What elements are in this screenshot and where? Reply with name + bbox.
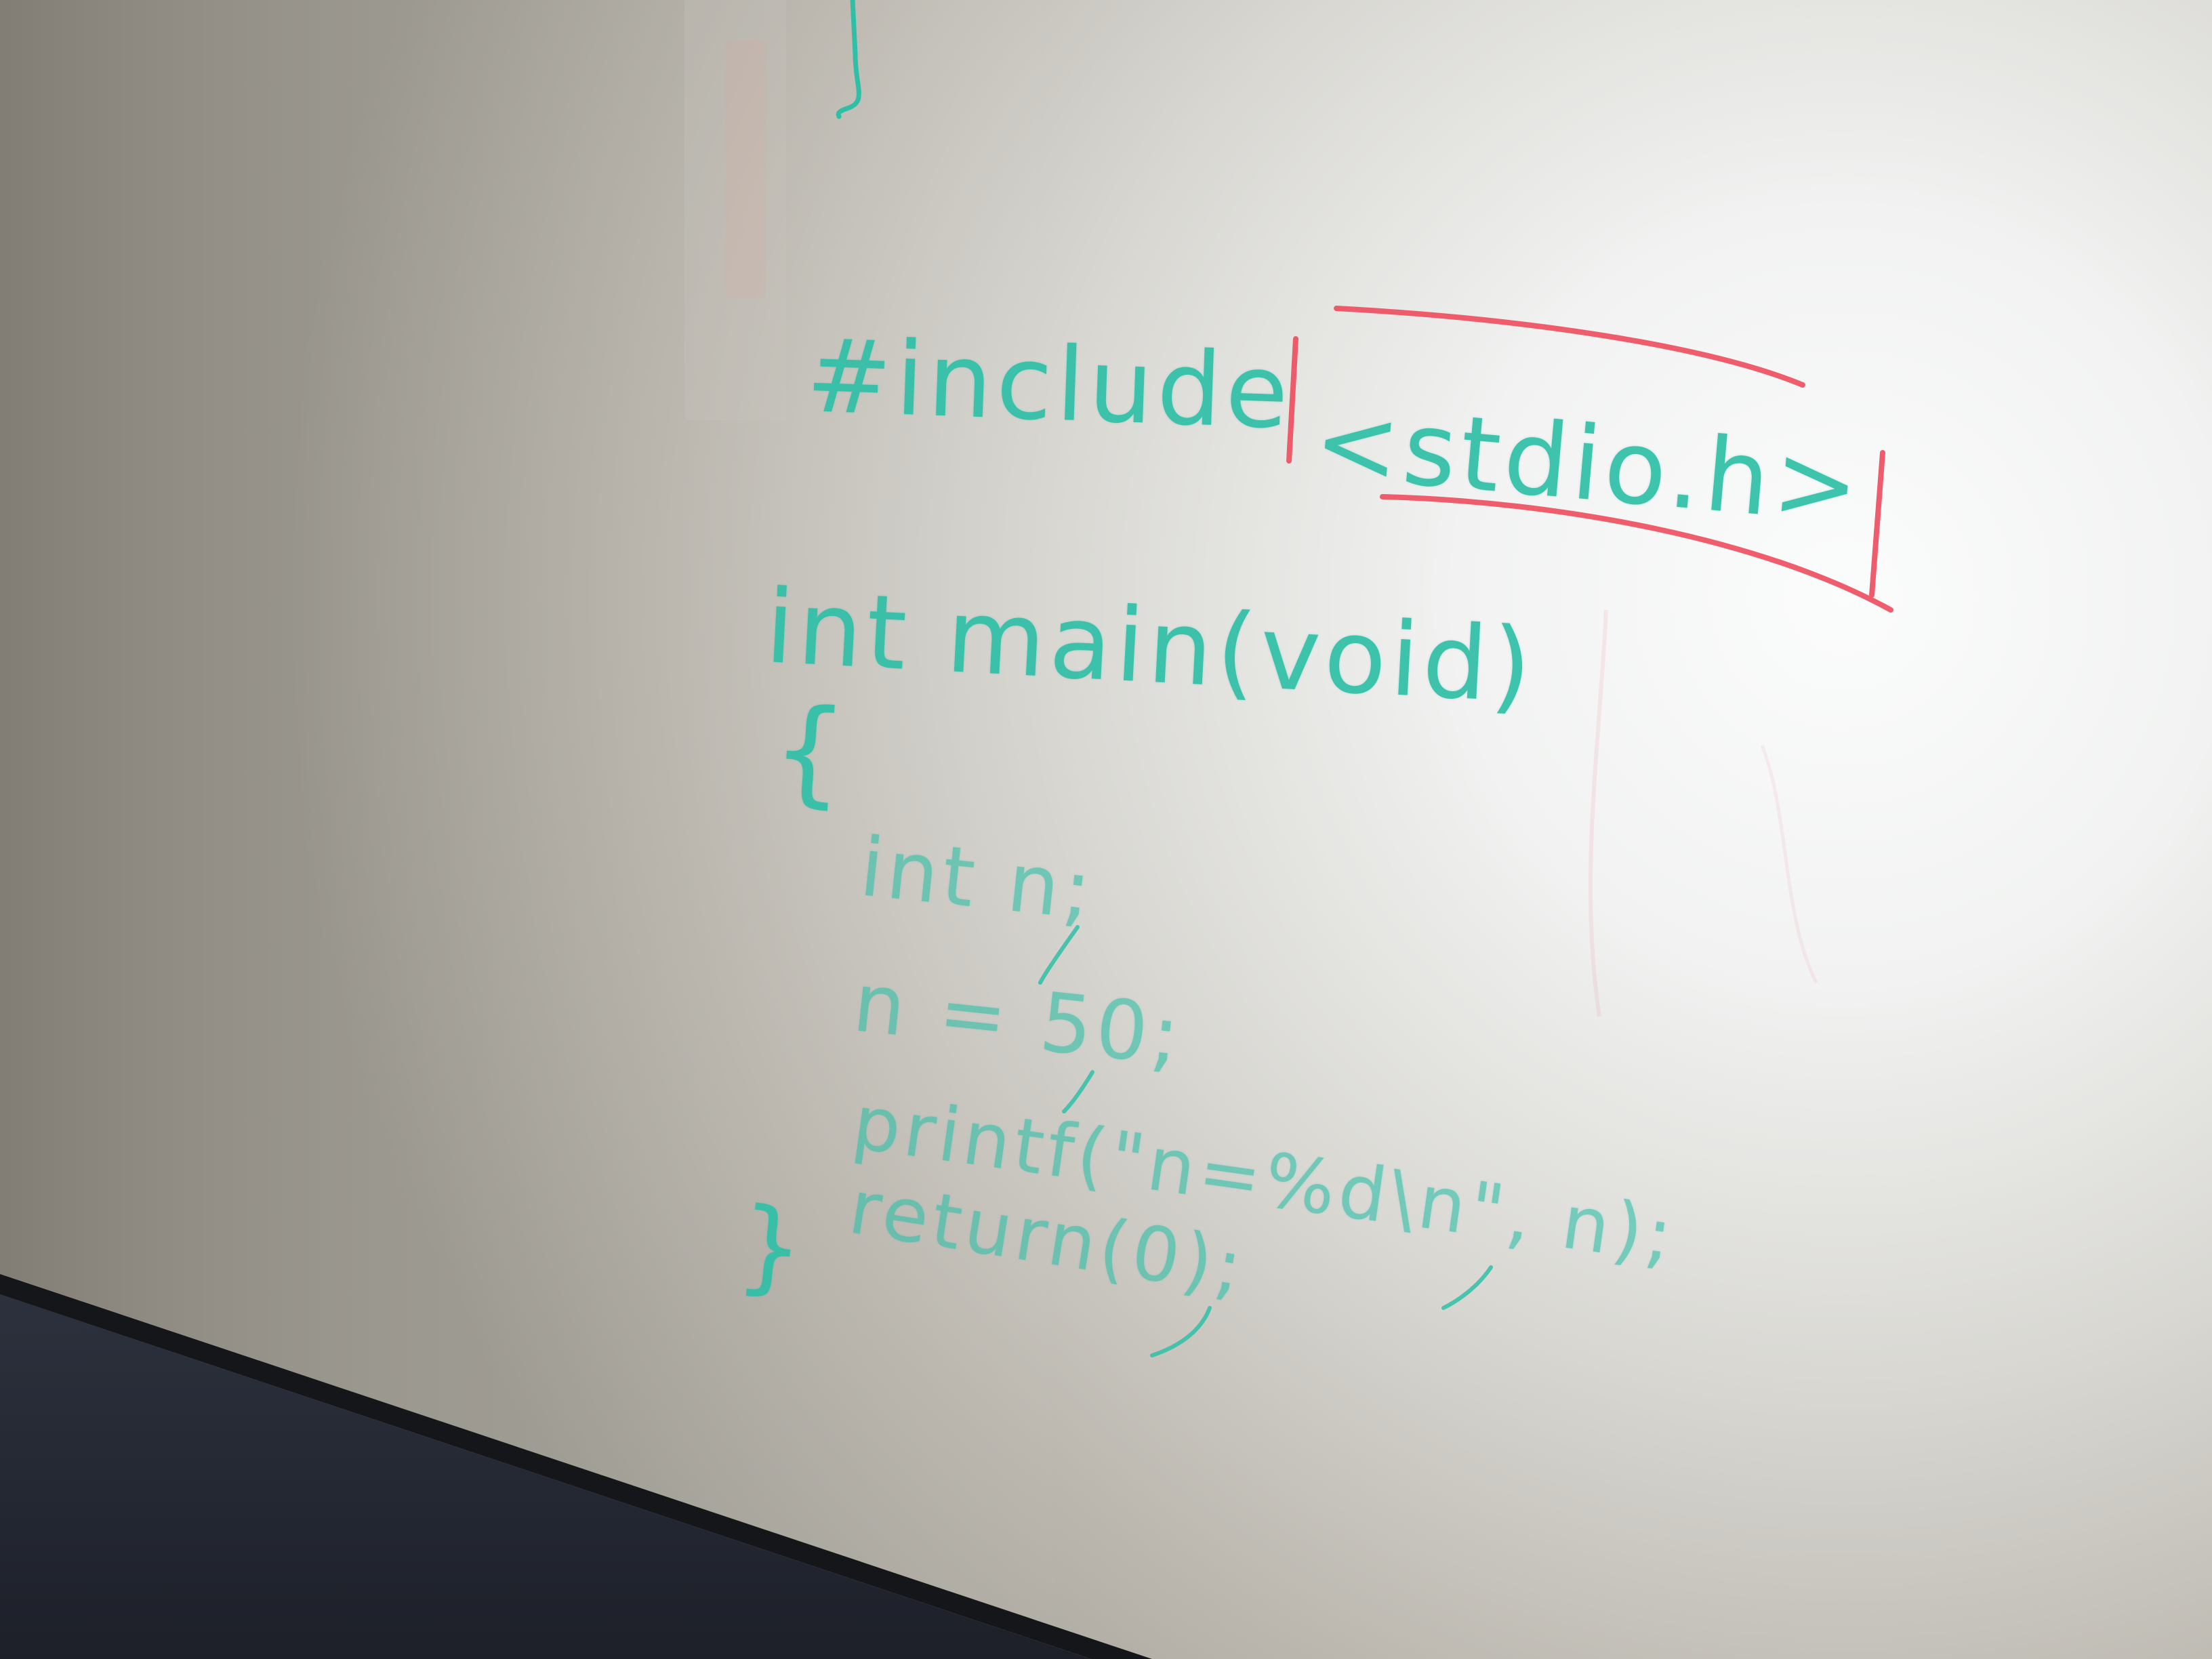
semicolon-strokes — [1038, 925, 1493, 1357]
open-brace: { — [768, 682, 855, 821]
declaration: int n; — [855, 820, 1100, 939]
close-brace: } — [732, 1185, 813, 1310]
include-keyword: #include — [804, 317, 1294, 452]
erased-marks — [1589, 609, 1608, 1017]
top-brace-fragment — [836, 0, 861, 119]
window-reflection-inner — [725, 41, 766, 298]
red-highlight-box — [1286, 306, 1893, 613]
window-reflection — [684, 0, 786, 420]
whiteboard-frame — [0, 1274, 1152, 1659]
floor — [0, 1294, 1091, 1659]
